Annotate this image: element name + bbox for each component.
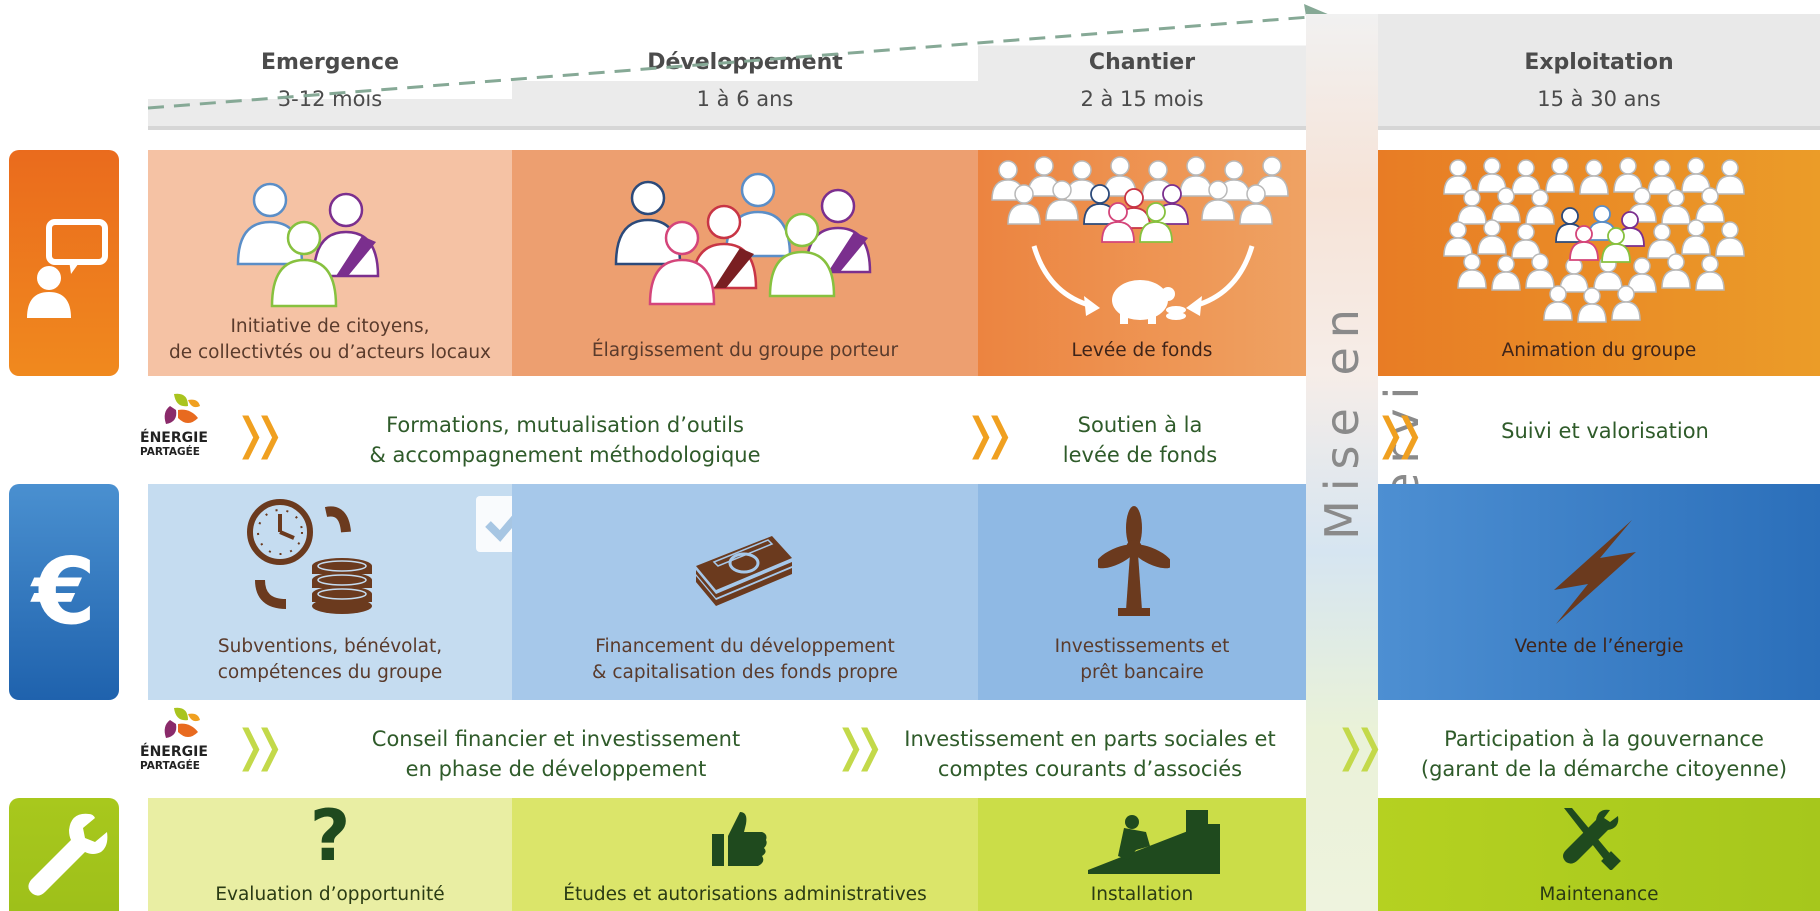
cell-label: Subventions, bénévolat, compétences du g… <box>217 636 443 683</box>
phase-duration: 2 à 15 mois <box>1080 87 1204 111</box>
support-text: Formations, mutualisation d’outils & acc… <box>369 413 761 467</box>
roof-worker-icon <box>1088 810 1220 874</box>
row-icon-finance: € <box>9 484 119 700</box>
finance-cell-exploitation: Vente de l’énergie <box>1378 484 1820 700</box>
energie-partagee-wordmark: ÉNERGIE PARTAGÉE <box>140 745 208 773</box>
energie-partagee-logo: ÉNERGIE PARTAGÉE <box>140 704 220 784</box>
logo-line2: PARTAGÉE <box>140 446 200 458</box>
technical-cell-chantier: Installation <box>978 798 1306 911</box>
energie-partagee-wordmark: ÉNERGIE PARTAGÉE <box>140 431 208 459</box>
tools-icon <box>1563 808 1621 870</box>
chevron-icon: ❭❭ <box>232 721 288 772</box>
phase-header-emergence: Emergence 3-12 mois <box>148 14 512 126</box>
question-mark-icon: ? <box>309 795 351 877</box>
support-text: Suivi et valorisation <box>1501 419 1709 443</box>
cell-label: Installation <box>1090 884 1194 905</box>
thumbs-up-icon <box>712 812 767 866</box>
milestone-label: Mise en service <box>1315 300 1429 540</box>
group-cell-developpement: Élargissement du groupe porteur <box>512 150 978 376</box>
row-icon-group <box>9 150 119 376</box>
cell-label: Élargissement du groupe porteur <box>591 340 899 361</box>
chevron-icon: ❭❭ <box>1372 409 1428 460</box>
cell-label: Levée de fonds <box>1071 340 1213 361</box>
clock-coins-icon <box>247 499 372 614</box>
energie-partagee-logo: ÉNERGIE PARTAGÉE <box>140 390 220 470</box>
cell-label: Investissements et prêt bancaire <box>1054 636 1230 683</box>
cell-label: Financement du développement & capitalis… <box>592 636 898 683</box>
cell-label: Initiative de citoyens, de collectivtés … <box>168 316 491 363</box>
technical-cell-developpement: Études et autorisations administratives <box>512 798 978 911</box>
phase-duration: 1 à 6 ans <box>696 87 794 111</box>
phase-header-exploitation: Exploitation 15 à 30 ans <box>1378 14 1820 126</box>
phase-name: Emergence <box>260 50 399 75</box>
finance-cell-chantier: Investissements et prêt bancaire <box>978 484 1306 700</box>
phase-header-chantier: Chantier 2 à 15 mois <box>978 14 1306 126</box>
finance-cell-developpement: Financement du développement & capitalis… <box>512 484 978 700</box>
logo-line1: ÉNERGIE <box>140 744 208 760</box>
leaf-logo-icon <box>164 707 200 738</box>
wrench-icon <box>28 813 108 896</box>
crowd-piggybank-icon <box>991 156 1289 324</box>
speech-person-icon <box>27 219 108 318</box>
cell-label: Animation du groupe <box>1501 340 1697 361</box>
group-cell-chantier: Levée de fonds <box>978 150 1306 376</box>
finance-cell-emergence: Subventions, bénévolat, compétences du g… <box>148 484 512 700</box>
phase-duration: 15 à 30 ans <box>1537 87 1661 111</box>
wind-turbine-icon <box>1098 506 1170 616</box>
chevron-icon: ❭❭ <box>1332 721 1388 772</box>
row-icon-technical <box>9 798 119 911</box>
logo-line2: PARTAGÉE <box>140 760 200 772</box>
milestone-column <box>1306 14 1378 911</box>
timeline-arrow-icon <box>147 4 1330 110</box>
support-text: Investissement en parts sociales et comp… <box>904 727 1276 781</box>
euro-icon: € <box>31 538 96 645</box>
banknotes-icon <box>696 536 792 606</box>
larger-group-icon <box>614 172 872 306</box>
phase-name: Chantier <box>1088 50 1196 75</box>
chevron-icon: ❭❭ <box>232 409 288 460</box>
support-text: Participation à la gouvernance (garant d… <box>1420 727 1788 781</box>
technical-cell-exploitation: Maintenance <box>1378 798 1820 911</box>
large-crowd-icon <box>1443 157 1745 323</box>
support-text: Conseil financier et investissement en p… <box>371 727 741 781</box>
cell-label: Evaluation d’opportunité <box>215 884 445 905</box>
header-baseline <box>148 126 1820 130</box>
phase-name: Exploitation <box>1524 50 1674 75</box>
support-text: Soutien à la levée de fonds <box>1062 413 1218 467</box>
group-cell-emergence: Initiative de citoyens, de collectivtés … <box>148 150 512 376</box>
chevron-icon: ❭❭ <box>962 409 1018 460</box>
cell-label: Études et autorisations administratives <box>563 884 927 905</box>
leaf-logo-icon <box>164 393 200 424</box>
technical-cell-emergence: ? Evaluation d’opportunité <box>148 798 512 911</box>
lightning-icon <box>1554 520 1636 624</box>
group-cell-exploitation: Animation du groupe <box>1378 150 1820 376</box>
small-group-icon <box>236 182 380 308</box>
logo-line1: ÉNERGIE <box>140 430 208 446</box>
chevron-icon: ❭❭ <box>832 721 888 772</box>
cell-label: Vente de l’énergie <box>1514 636 1684 657</box>
cell-label: Maintenance <box>1539 884 1659 905</box>
